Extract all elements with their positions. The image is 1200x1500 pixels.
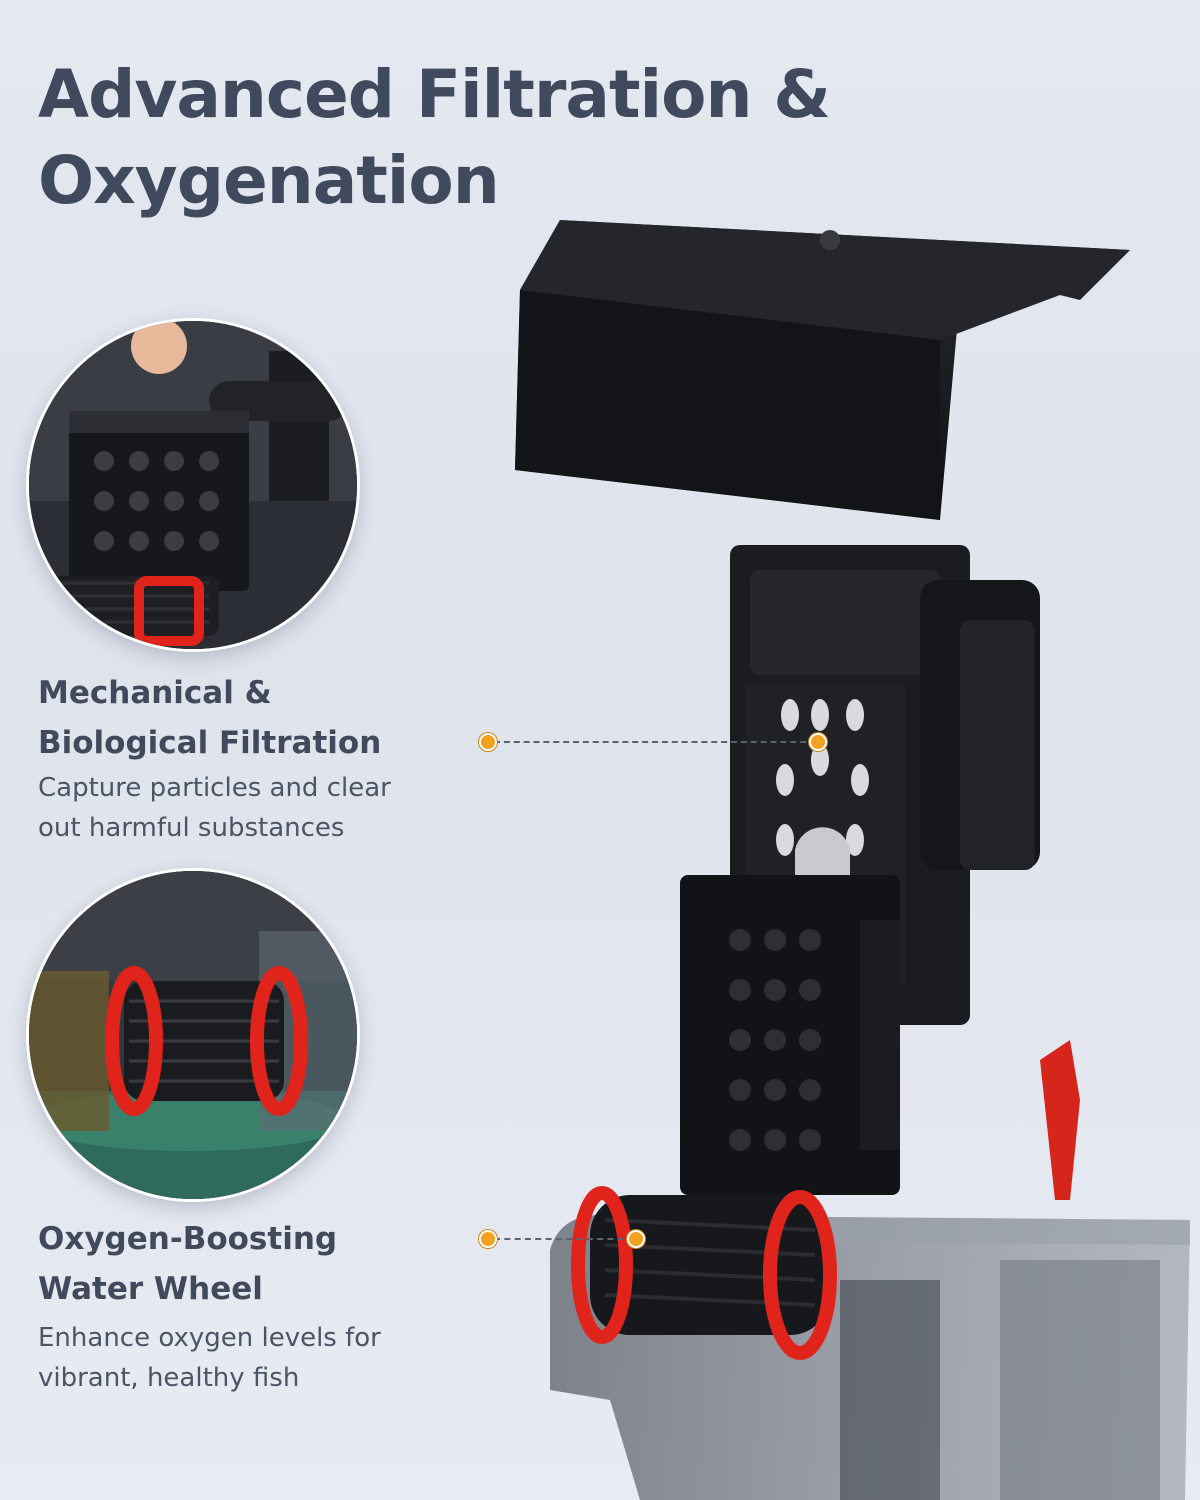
filter-closeup-illustration: [29, 321, 357, 649]
lid-part: [515, 220, 1130, 520]
product-exploded-view: [440, 200, 1200, 1500]
water-wheel-closeup-image: [26, 868, 360, 1202]
water-wheel-callout-dot-left: [479, 1230, 497, 1248]
product-illustration: [515, 220, 1190, 1500]
filter-closeup-image: [26, 318, 360, 652]
feature-desc-filtration: Capture particles and clear out harmful …: [38, 773, 391, 843]
title-line-2: Oxygenation: [38, 142, 500, 219]
water-wheel-closeup-illustration: [29, 871, 357, 1199]
title-line-1: Advanced Filtration &: [38, 56, 831, 133]
filtration-callout-dot-right: [809, 733, 827, 751]
feature-desc-water-wheel: Enhance oxygen levels for vibrant, healt…: [38, 1323, 381, 1393]
sponge-cartridge-part: [680, 875, 900, 1195]
feature-heading-water-wheel: Oxygen-Boosting Water Wheel: [38, 1221, 338, 1307]
water-wheel-callout-dot-right: [627, 1230, 645, 1248]
water-wheel-leader-line: [494, 1238, 634, 1240]
water-wheel-part: [571, 1186, 837, 1360]
filtration-callout-dot-left: [479, 733, 497, 751]
filtration-leader-line: [494, 741, 816, 743]
feature-heading-filtration: Mechanical & Biological Filtration: [38, 675, 382, 761]
page-title: Advanced Filtration & Oxygenation: [38, 52, 838, 224]
